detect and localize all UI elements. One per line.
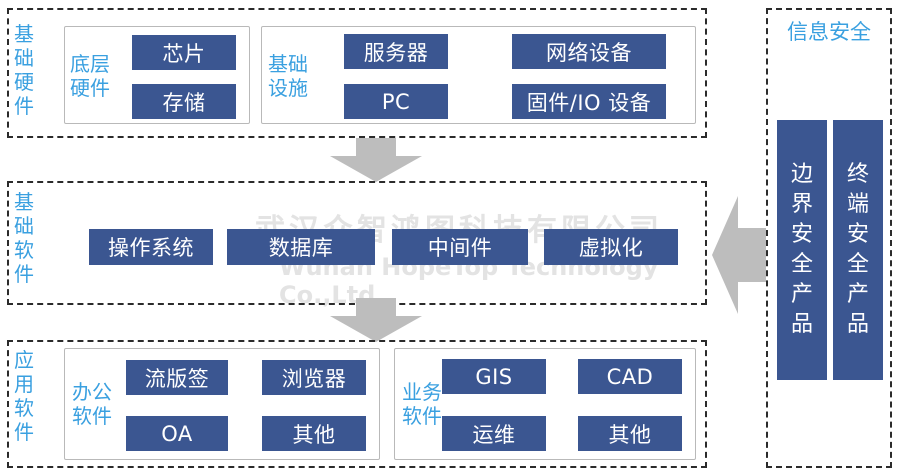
- cad-box: CAD: [578, 359, 682, 394]
- hardware-layer-title: 基础 硬件: [14, 22, 34, 118]
- server-box: 服务器: [344, 34, 448, 69]
- security-panel-title: 信息安全: [787, 20, 871, 44]
- middleware-box: 中间件: [392, 229, 528, 265]
- bottom-hardware-title: 底层 硬件: [70, 52, 110, 100]
- layout-sign-box: 流版签: [126, 360, 228, 395]
- database-box: 数据库: [227, 229, 375, 265]
- gis-box: GIS: [442, 359, 546, 394]
- infrastructure-title: 基础 设施: [268, 52, 308, 100]
- arrow-down-icon: [330, 298, 422, 342]
- application-layer-title: 应用 软件: [14, 348, 34, 444]
- hardware-layer: [7, 8, 707, 138]
- ops-box: 运维: [442, 416, 546, 451]
- bottom-hardware-group: [64, 26, 250, 124]
- office-software-title: 办公 软件: [72, 380, 112, 428]
- firmware-io-box: 固件/IO 设备: [512, 84, 666, 119]
- edge-security-box: 边 界 安 全 产 品: [777, 120, 827, 380]
- business-software-group: [394, 348, 696, 460]
- os-box: 操作系统: [89, 229, 213, 265]
- chip-box: 芯片: [132, 35, 236, 70]
- pc-box: PC: [344, 84, 448, 119]
- security-panel: [766, 8, 892, 468]
- arrow-down-icon: [330, 138, 422, 182]
- office-software-group: [64, 348, 380, 460]
- base-software-title: 基础 软件: [14, 190, 34, 286]
- infrastructure-group: [261, 26, 696, 124]
- virtualization-box: 虚拟化: [544, 229, 678, 265]
- network-device-box: 网络设备: [512, 34, 666, 69]
- application-layer: [7, 340, 707, 468]
- browser-box: 浏览器: [262, 360, 366, 395]
- endpoint-security-box: 终 端 安 全 产 品: [833, 120, 883, 380]
- oa-box: OA: [126, 416, 228, 451]
- storage-box: 存储: [132, 84, 236, 119]
- office-other-box: 其他: [262, 416, 366, 451]
- business-software-title: 业务 软件: [402, 380, 442, 428]
- arrow-left-icon: [712, 196, 766, 314]
- business-other-box: 其他: [578, 416, 682, 451]
